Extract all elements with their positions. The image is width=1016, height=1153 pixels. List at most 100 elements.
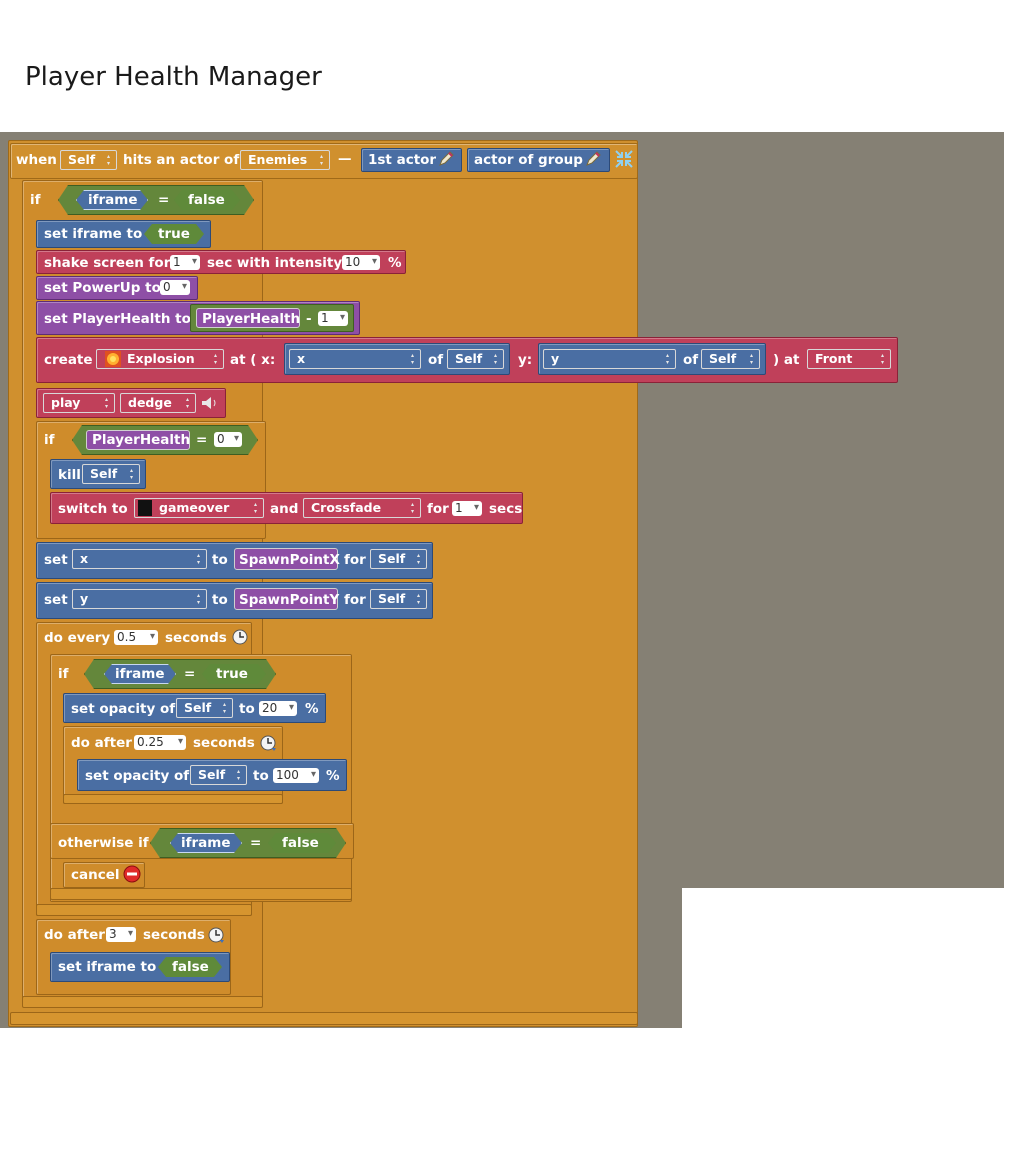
sound-dropdown[interactable]: dedge [120,393,196,413]
y-target-dropdown[interactable]: Self [701,349,760,369]
playerhealth-variable[interactable] [196,308,300,328]
actor-dropdown[interactable]: Self [60,150,117,170]
layer-dropdown[interactable]: Front [807,349,891,369]
percent-label: % [305,701,319,717]
to-label: to [212,552,228,568]
at-layer-label: ) at [773,352,800,368]
false-label: false [172,959,209,975]
transition-secs-input[interactable]: 1 [452,501,482,516]
scene-thumbnail-icon [138,500,152,516]
actor-of-group-reporter[interactable] [467,148,610,172]
false-label: false [188,192,225,208]
to-label: to [212,592,228,608]
create-label: create [44,352,93,368]
false-value[interactable] [174,190,240,210]
if-label: if [58,666,69,682]
after-secs-input[interactable]: 3 [106,927,136,942]
shake-secs-input[interactable]: 1 [170,255,200,270]
kill-label: kill [58,467,81,483]
spawnpointx-variable[interactable] [234,548,338,570]
do-after-label: do after [71,735,132,751]
x-attribute-dropdown[interactable]: x [72,549,207,569]
equals-label: = [196,432,208,448]
timer-icon [208,926,226,944]
switch-label: switch to [58,501,128,517]
transition-dropdown[interactable]: Crossfade [303,498,421,518]
x-dropdown[interactable]: x [289,349,421,369]
iframe-variable[interactable] [104,664,176,684]
true-value[interactable] [202,664,266,684]
of-label: of [683,352,699,368]
spawnpointy-variable[interactable] [234,588,338,610]
intensity-input[interactable]: 10 [342,255,380,270]
pencil-icon [584,150,602,168]
iframe-variable[interactable] [76,190,148,210]
group-dropdown[interactable]: Enemies [240,150,330,170]
health-compare-input[interactable]: 0 [214,432,242,447]
true-label: true [158,226,190,242]
sety-target-dropdown[interactable]: Self [370,589,427,609]
x-target-dropdown[interactable]: Self [447,349,504,369]
powerup-input[interactable]: 0 [160,280,190,295]
pencil-icon [437,150,455,168]
playerhealth-variable[interactable] [86,430,190,450]
shake-label: shake screen for [44,255,171,271]
percent-label: % [326,768,340,784]
y-label: y: [518,352,533,368]
true-value[interactable] [144,224,204,244]
y-dropdown[interactable]: y [543,349,676,369]
scene-dropdown[interactable]: gameover [134,498,264,518]
opacity-target-dropdown[interactable]: Self [190,765,247,785]
opacity-input[interactable]: 20 [259,701,297,716]
false-label: false [282,835,319,851]
play-mode-dropdown[interactable]: play [43,393,115,413]
set-label: set [44,592,68,608]
y-attribute-dropdown[interactable]: y [72,589,207,609]
playerhealth-label: PlayerHealth [92,432,191,448]
opacity-target-dropdown[interactable]: Self [176,698,233,718]
script-canvas[interactable]: when Self hits an actor of Enemies — 1st… [0,132,1004,1028]
every-secs-input[interactable]: 0.5 [114,630,158,645]
equals-label: = [250,835,262,851]
seconds-label: seconds [143,927,205,943]
speaker-icon [200,394,220,412]
and-label: and [270,501,299,517]
equals-label: = [184,666,196,682]
set-health-label: set PlayerHealth to [44,311,191,327]
object-dropdown[interactable]: Explosion [96,349,224,369]
iframe-variable[interactable] [170,833,242,853]
intensity-label: sec with intensity [207,255,343,271]
spawnpointx-label: SpawnPointX [239,552,340,568]
iframe-label: iframe [115,666,165,682]
actor-of-group-label: actor of group [474,152,583,168]
setx-target-dropdown[interactable]: Self [370,549,427,569]
stop-icon [123,865,141,883]
first-actor-reporter[interactable] [361,148,462,172]
opacity-input[interactable]: 100 [273,768,319,783]
kill-target-dropdown[interactable]: Self [82,464,140,484]
to-label: to [253,768,269,784]
seconds-label: seconds [193,735,255,751]
clock-icon [232,629,248,645]
for-label: for [427,501,449,517]
after-secs-input[interactable]: 0.25 [134,735,186,750]
percent-label: % [388,255,402,271]
collapse-icon[interactable] [614,149,634,169]
when-label: when [16,152,57,168]
set-powerup-label: set PowerUp to [44,280,161,296]
otherwise-if-label: otherwise if [58,835,149,851]
iframe-label: iframe [88,192,138,208]
switch-scene-block[interactable] [50,492,523,524]
false-value[interactable] [158,957,222,977]
minus-value-input[interactable]: 1 [318,311,348,326]
false-value[interactable] [268,833,336,853]
hits-label: hits an actor of [123,152,240,168]
do-after-end [63,794,283,804]
if-label: if [44,432,55,448]
timer-icon [260,734,278,752]
if-label: if [30,192,41,208]
at-label: at ( x: [230,352,276,368]
set-iframe-label: set iframe to [44,226,143,242]
dash-label: — [338,151,352,167]
cancel-label: cancel [71,867,120,883]
